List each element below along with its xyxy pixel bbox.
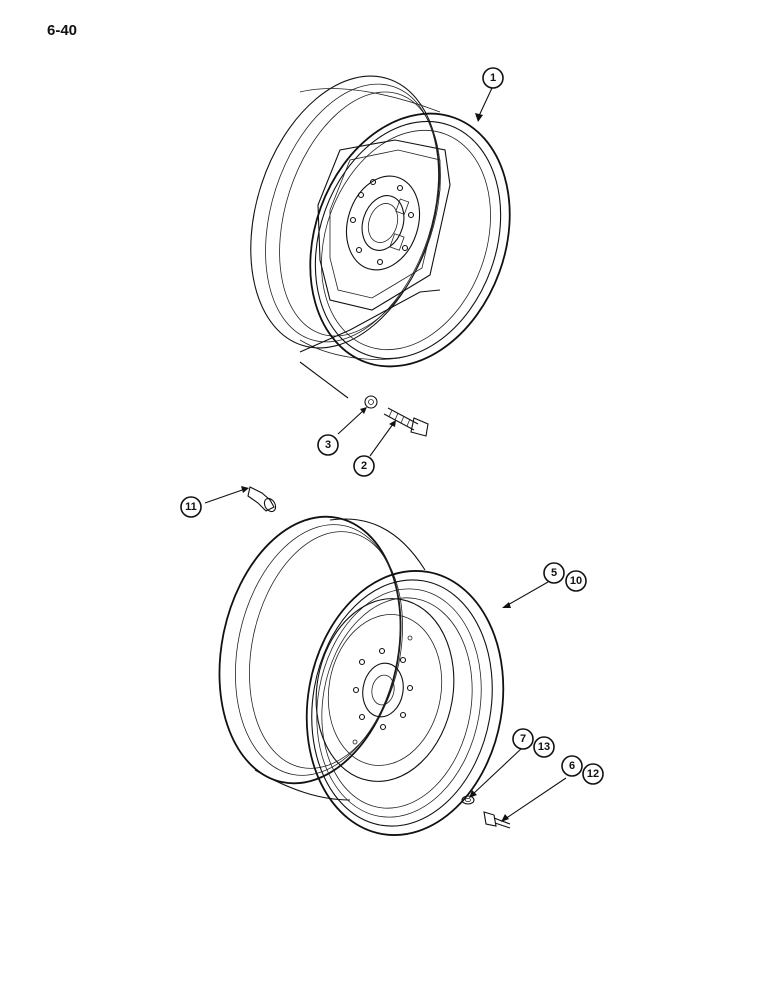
upper-bolt-part	[383, 407, 429, 437]
callout-1: 1	[482, 67, 504, 89]
callout-10: 10	[565, 570, 587, 592]
callout-label-1: 1	[490, 72, 496, 84]
leader-lines	[204, 87, 567, 822]
callout-12: 12	[582, 763, 604, 785]
callout-3: 3	[317, 434, 339, 456]
callout-label-12: 12	[587, 768, 599, 780]
callout-6: 6	[561, 755, 583, 777]
lower-wheel-rim	[218, 515, 505, 836]
callout-label-11: 11	[185, 501, 197, 513]
callout-7: 7	[512, 728, 534, 750]
callout-label-7: 7	[520, 733, 526, 745]
callout-13: 13	[533, 736, 555, 758]
callout-5: 5	[543, 562, 565, 584]
lower-washer-part	[461, 795, 475, 805]
callout-label-5: 5	[551, 567, 557, 579]
callout-2: 2	[353, 455, 375, 477]
callout-label-10: 10	[570, 575, 582, 587]
page-number: 6-40	[47, 22, 78, 39]
callout-11: 11	[180, 496, 202, 518]
upper-wheel-rim	[250, 75, 511, 399]
upper-clip-part	[364, 395, 378, 409]
callout-label-13: 13	[538, 741, 550, 753]
callout-label-3: 3	[325, 439, 331, 451]
valve-stem-part	[247, 486, 277, 513]
callout-label-2: 2	[361, 460, 367, 472]
callout-label-6: 6	[569, 760, 575, 772]
